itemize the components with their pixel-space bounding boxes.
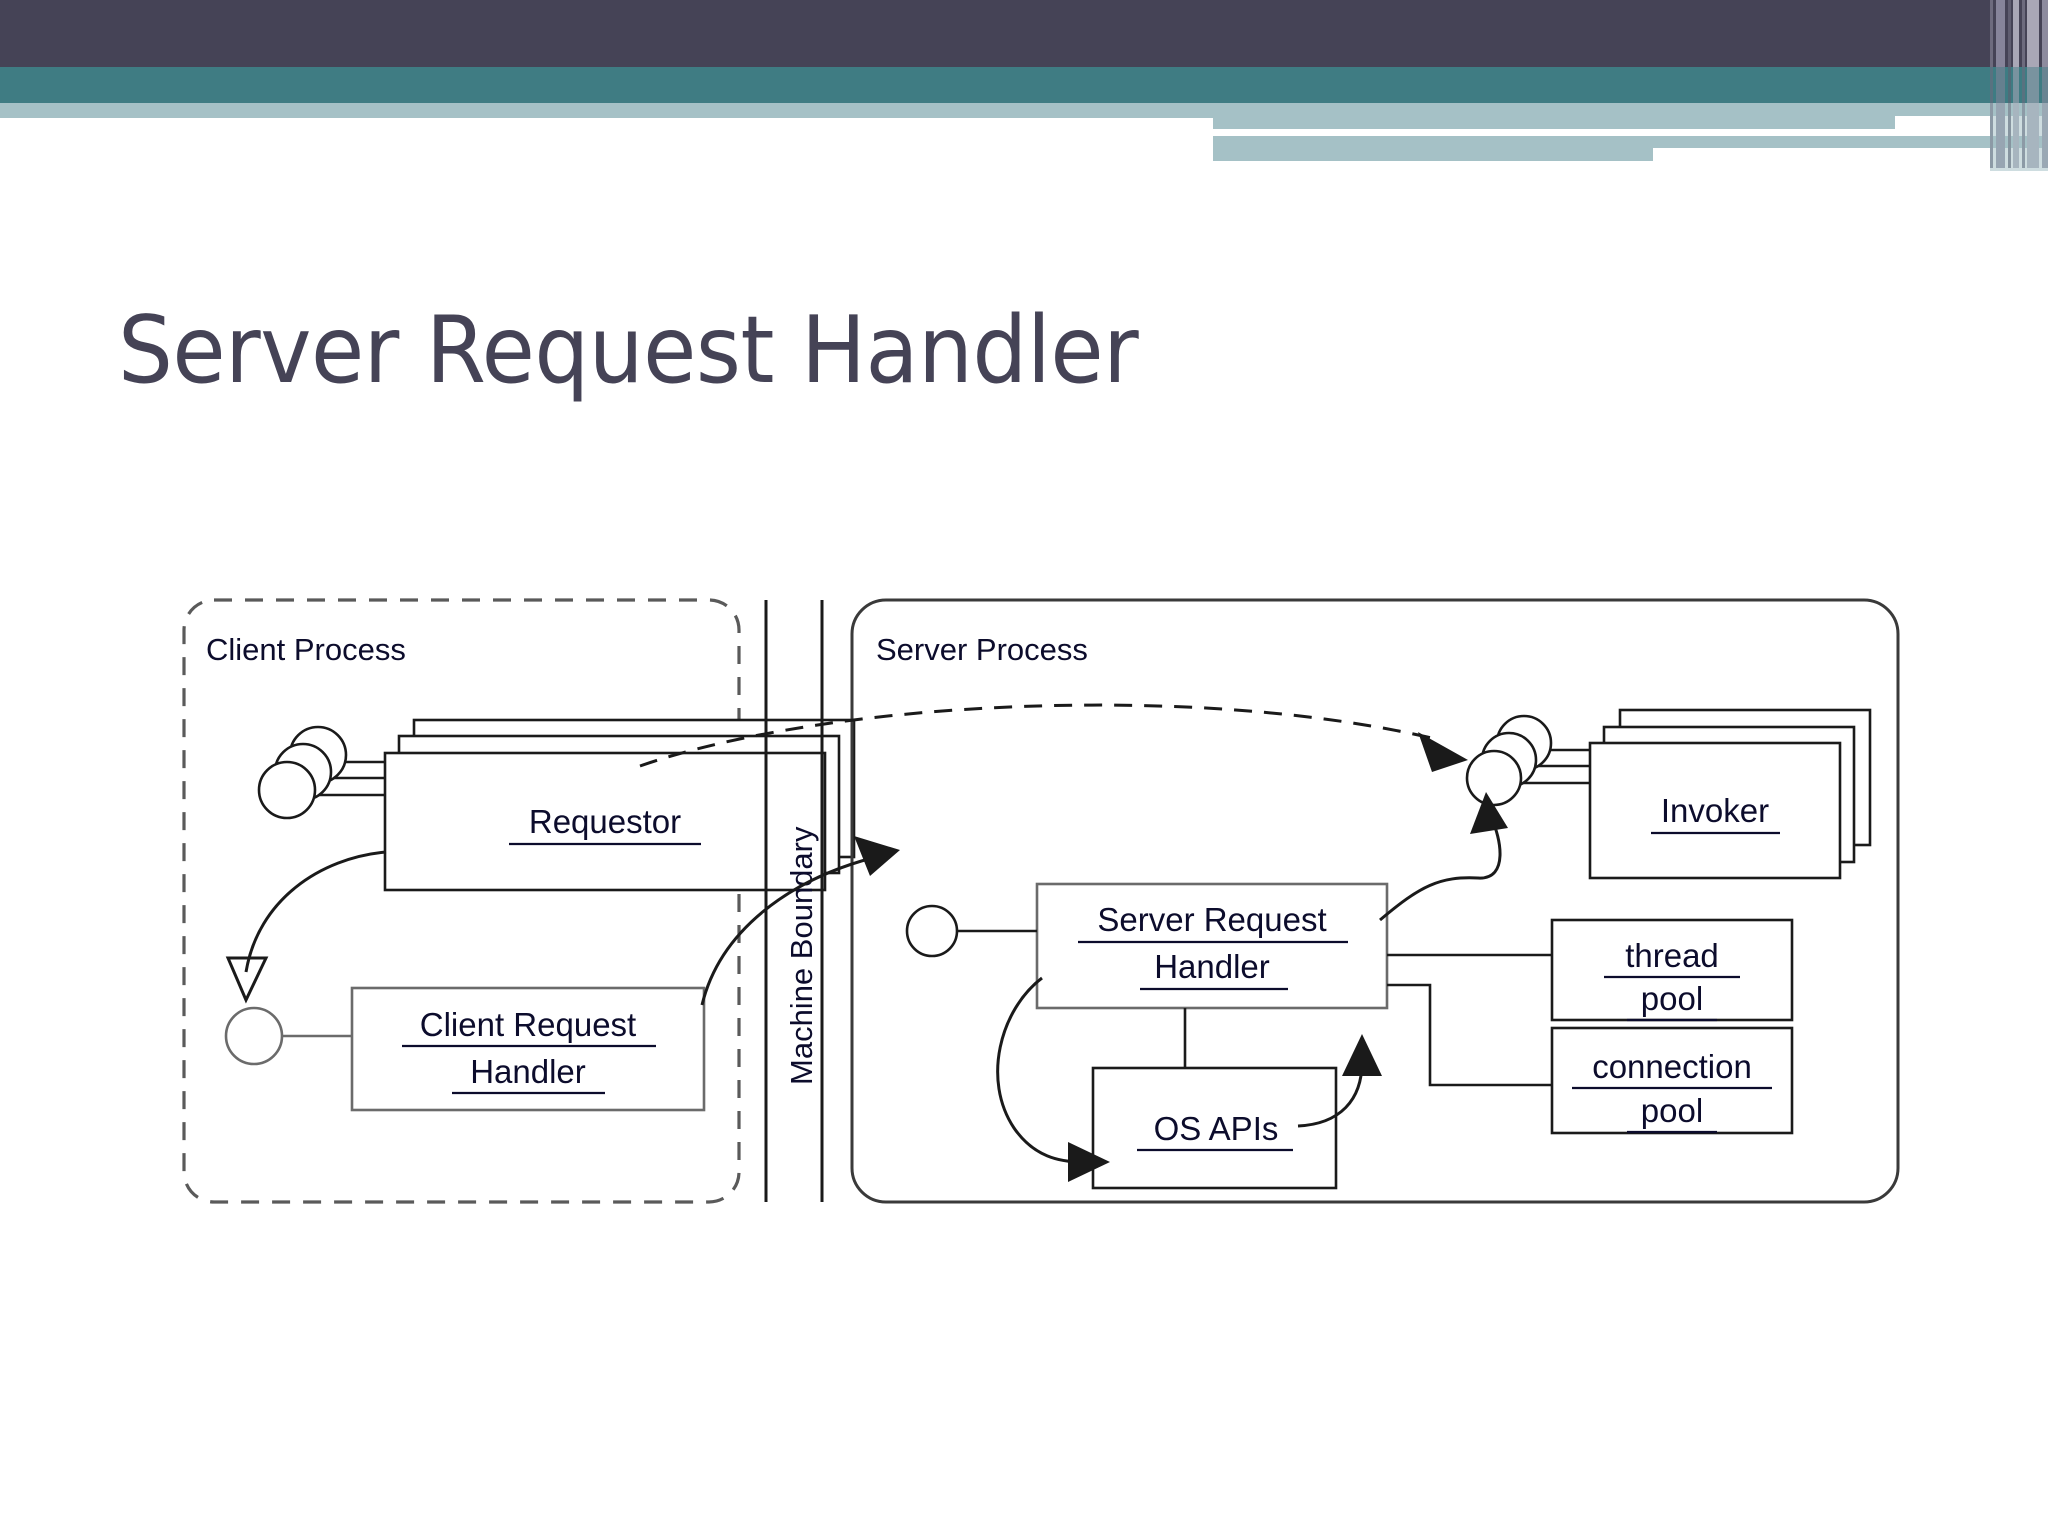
machine-boundary-label: Machine Boundary [784, 826, 819, 1085]
header-vstripe-1 [1990, 0, 1993, 168]
srh-lollipop [905, 904, 959, 958]
client-process-container [182, 598, 741, 1204]
server-request-handler-label-line1: Server Request [1097, 901, 1326, 938]
arrow-os-apis-to-srh-head [1342, 1034, 1382, 1076]
header-band-light-right-2 [1213, 116, 1895, 129]
arrow-srh-to-os-apis-head [1068, 1142, 1110, 1182]
header-band-teal [0, 67, 2048, 103]
arrow-srh-to-invoker-head [1470, 792, 1508, 834]
client-request-handler-label-line2: Handler [470, 1053, 586, 1090]
requestor-lollipop-2 [273, 742, 333, 802]
requestor-label: Requestor [529, 803, 681, 840]
server-process-container [850, 598, 1900, 1204]
header-vstripe-5 [2022, 0, 2025, 168]
arrow-srh-to-invoker [1379, 819, 1502, 922]
client-process-label: Client Process [206, 632, 406, 667]
srh-to-connection-pool-line [1387, 983, 1552, 1087]
invoker-lollipop-3 [1465, 749, 1523, 807]
arrow-requestor-to-crh [244, 850, 387, 973]
invoker-box [1588, 741, 1842, 880]
requestor-lollipop-3 [257, 760, 317, 820]
os-apis-label: OS APIs [1154, 1110, 1279, 1147]
header-band-white-gap [1213, 129, 2048, 136]
client-request-handler-label-line1: Client Request [420, 1006, 636, 1043]
requestor-lollipop-1 [288, 725, 348, 785]
header-vstripe-4 [2013, 0, 2019, 168]
page-title: Server Request Handler [118, 296, 1139, 404]
connection-pool-box [1550, 1026, 1794, 1135]
requestor-stack-back [412, 718, 856, 859]
header-band-light-left [0, 103, 1213, 118]
header-vstripe-2 [1996, 0, 2005, 168]
thread-pool-label-line1: thread [1625, 937, 1719, 974]
header-band-white-notch [1653, 148, 2048, 170]
invoker-stack-back [1618, 708, 1872, 847]
invoker-label: Invoker [1661, 792, 1769, 829]
header-band-dark [0, 0, 2048, 67]
arrow-requestor-to-invoker-head [1418, 732, 1468, 772]
requestor-box [383, 751, 827, 892]
arrow-requestor-to-crh-head [225, 956, 269, 1004]
os-apis-box [1091, 1066, 1338, 1190]
thread-pool-label-line2: pool [1641, 980, 1703, 1017]
requestor-stack-mid [397, 734, 841, 875]
crh-lollipop [224, 1006, 284, 1066]
invoker-stack-mid [1602, 725, 1856, 864]
header-vstripe-3 [2008, 0, 2011, 168]
arrow-srh-to-os-apis [996, 976, 1083, 1164]
arrow-requestor-to-invoker [639, 703, 1441, 768]
header-vstripe-light-overlay [1990, 103, 2048, 171]
invoker-lollipop-1 [1495, 714, 1553, 772]
server-request-handler-label-line2: Handler [1154, 948, 1270, 985]
client-request-handler-box [350, 986, 706, 1112]
header-vstripe-7 [2042, 0, 2048, 168]
header-band-light-right-1 [1213, 103, 2048, 116]
arrow-crh-to-srh-head [854, 836, 900, 876]
thread-pool-box [1550, 918, 1794, 1022]
connection-pool-label-line2: pool [1641, 1092, 1703, 1129]
arrow-os-apis-to-srh [1297, 1061, 1364, 1128]
server-request-handler-box [1035, 882, 1389, 1010]
connection-pool-label-line1: connection [1592, 1048, 1752, 1085]
invoker-lollipop-2 [1480, 731, 1538, 789]
server-process-label: Server Process [876, 632, 1088, 667]
arrow-crh-to-srh [700, 856, 873, 1006]
header-vstripe-teal-overlay [1990, 67, 2048, 103]
